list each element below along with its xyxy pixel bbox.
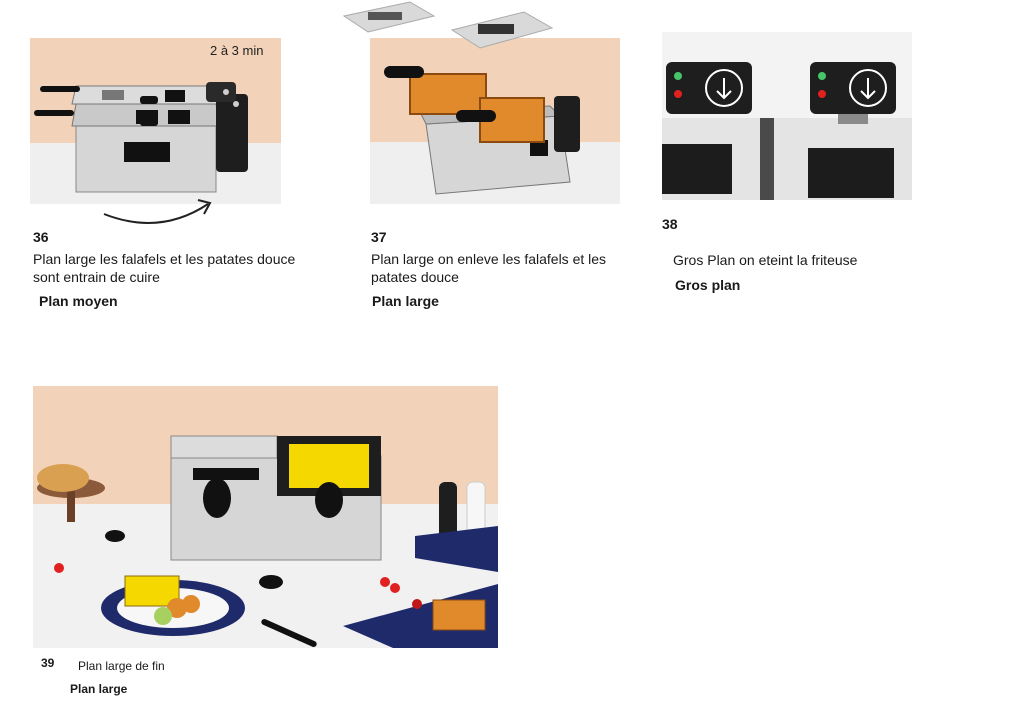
- frame-description: Plan large de fin: [78, 659, 165, 673]
- cooking-time-note: 2 à 3 min: [210, 43, 264, 58]
- frame-39-illustration: [33, 386, 498, 648]
- frame-number: 37: [371, 229, 387, 245]
- frame-37-illustration: [340, 0, 625, 205]
- frame-38-illustration: [662, 32, 912, 200]
- shot-type: Plan large: [70, 682, 128, 696]
- shot-type: Plan moyen: [39, 293, 118, 309]
- frame-36-illustration: [30, 38, 281, 204]
- frame-number: 38: [662, 216, 678, 232]
- motion-arrow: [103, 199, 212, 224]
- frame-description: Plan large les falafels et les patates d…: [33, 251, 296, 285]
- frame-description: Plan large on enleve les falafels et les…: [371, 251, 607, 285]
- frame-number: 36: [33, 229, 49, 245]
- frame-number: 39: [41, 656, 55, 670]
- shot-type: Plan large: [372, 293, 439, 309]
- shot-type: Gros plan: [675, 277, 741, 293]
- frame-description: Gros Plan on eteint la friteuse: [673, 252, 858, 268]
